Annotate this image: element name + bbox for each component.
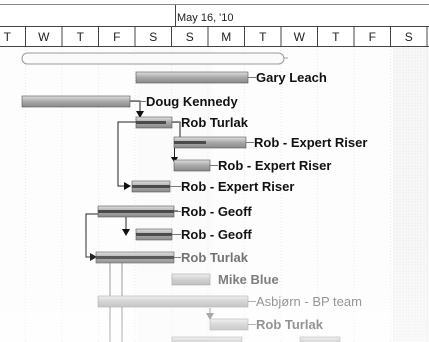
task-label: Rob - Expert Riser xyxy=(218,158,331,173)
progress-fill xyxy=(136,121,166,124)
task-label: Rob - Expert Riser xyxy=(254,135,367,150)
day-label: F xyxy=(369,30,376,44)
day-label: M xyxy=(221,30,231,44)
task-rob-geoff-1[interactable]: Rob - Geoff xyxy=(97,204,252,219)
task-bar xyxy=(299,336,341,342)
task-bar[interactable] xyxy=(171,273,211,286)
task-rob-expert-riser-3[interactable]: Rob - Expert Riser xyxy=(131,179,294,194)
task-label: Rob Turlak xyxy=(181,250,249,265)
task-label: Rob Turlak xyxy=(256,317,324,332)
task-label: Rob Turlak xyxy=(181,115,249,130)
task-bar xyxy=(171,336,243,342)
task-label: Rob - Geoff xyxy=(181,227,252,242)
link-geoff-to-turlak xyxy=(85,213,100,258)
progress-fill xyxy=(136,233,172,236)
link-arrow-icon xyxy=(122,229,130,236)
summary-task[interactable] xyxy=(21,52,288,65)
day-label: S xyxy=(186,30,194,44)
task-label: Rob - Geoff xyxy=(181,204,252,219)
week-label: May 16, '10 xyxy=(177,12,234,24)
day-label: T xyxy=(332,30,340,44)
day-label: T xyxy=(259,30,267,44)
task-bar[interactable] xyxy=(21,95,131,108)
task-label: Mike Blue xyxy=(218,272,279,287)
link-arrow-icon xyxy=(206,313,214,320)
progress-fill xyxy=(132,185,170,188)
task-label: Gary Leach xyxy=(256,70,327,85)
progress-fill xyxy=(98,210,174,213)
day-label: T xyxy=(77,30,85,44)
task-label: Asbjørn - BP team xyxy=(256,294,362,309)
task-label: Doug Kennedy xyxy=(146,94,238,109)
day-label: W xyxy=(38,30,50,44)
task-bar[interactable] xyxy=(97,295,249,308)
task-doug-kennedy[interactable]: Doug Kennedy xyxy=(21,94,238,109)
task-rob-geoff-2[interactable]: Rob - Geoff xyxy=(135,227,252,242)
task-bar[interactable] xyxy=(209,318,249,331)
day-label: S xyxy=(149,30,157,44)
weekend-column-saturday-2 xyxy=(393,47,429,342)
task-rob-expert-riser-1[interactable]: Rob - Expert Riser xyxy=(173,135,367,150)
summary-bar[interactable] xyxy=(21,52,285,65)
link-arrow-icon xyxy=(124,182,131,190)
task-rob-turlak-1[interactable]: Rob Turlak xyxy=(135,115,249,130)
task-label: Rob - Expert Riser xyxy=(181,179,294,194)
day-label: W xyxy=(294,30,306,44)
task-bar[interactable] xyxy=(135,71,249,84)
task-bar[interactable] xyxy=(173,159,211,172)
progress-fill xyxy=(174,141,206,144)
day-gridlines xyxy=(25,47,428,342)
link-arrow-icon xyxy=(136,111,144,118)
timescale-header: May 16, '10 T W T F S S M T W T F S xyxy=(0,0,429,47)
task-bars: Gary Leach Doug Kennedy Rob Turlak Rob -… xyxy=(21,70,367,342)
day-label: S xyxy=(405,30,413,44)
task-gary-leach[interactable]: Gary Leach xyxy=(135,70,327,85)
task-rob-turlak-3[interactable]: Rob Turlak xyxy=(209,317,324,332)
day-label: F xyxy=(113,30,120,44)
task-rob-expert-riser-2[interactable]: Rob - Expert Riser xyxy=(173,158,331,173)
link-arrow-icon xyxy=(90,253,97,261)
task-mike-blue[interactable]: Mike Blue xyxy=(171,272,279,287)
task-rob-turlak-2[interactable]: Rob Turlak xyxy=(95,250,249,265)
day-label: T xyxy=(4,30,12,44)
weekend-column-saturday xyxy=(137,47,175,342)
task-partial-bottom xyxy=(171,336,341,342)
weekend-column-sunday xyxy=(175,47,213,342)
task-asbjorn-bp-team[interactable]: Asbjørn - BP team xyxy=(97,294,362,309)
progress-fill xyxy=(96,256,174,259)
